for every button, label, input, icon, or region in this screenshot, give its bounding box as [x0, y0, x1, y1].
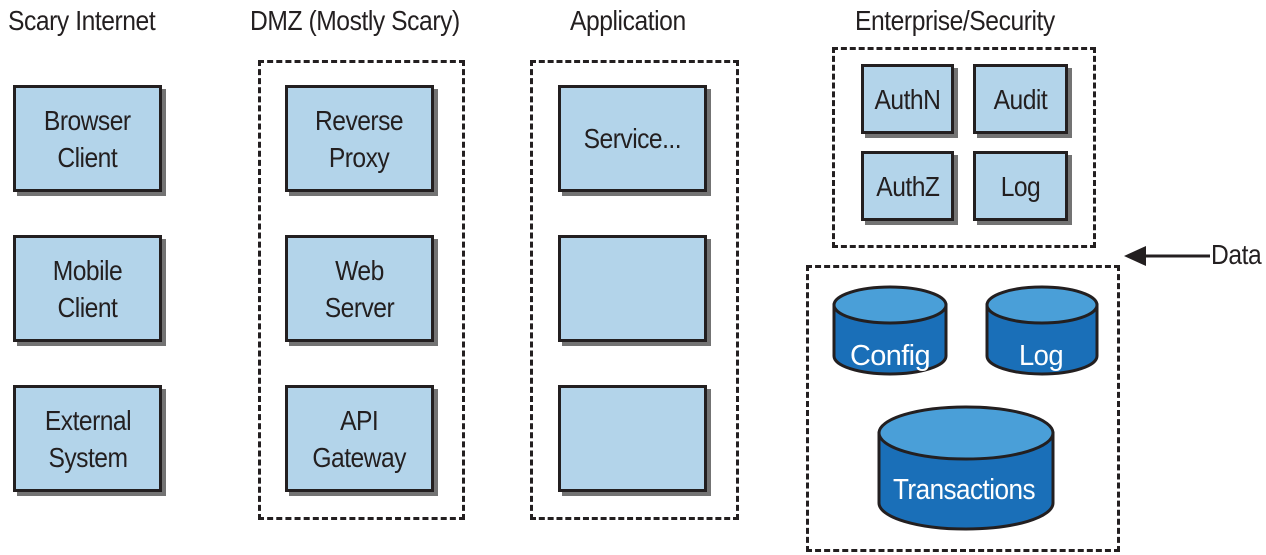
column-title-application: Application [570, 5, 686, 36]
data-zone-label: Data [1211, 239, 1262, 270]
node-mobile-client: Mobile Client [13, 235, 162, 342]
node-authn: AuthN [861, 64, 954, 134]
node-service-2 [558, 235, 707, 342]
database-log-label: Log [1019, 340, 1063, 372]
database-log: Log [985, 285, 1099, 376]
application-zone [530, 60, 739, 520]
node-authz: AuthZ [861, 151, 954, 221]
data-arrow [1124, 246, 1210, 266]
node-browser-client: Browser Client [13, 85, 162, 192]
column-title-scary-internet: Scary Internet [8, 5, 156, 36]
data-zone [806, 265, 1120, 552]
node-service: Service... [558, 85, 707, 192]
column-title-enterprise-security: Enterprise/Security [855, 5, 1055, 36]
node-reverse-proxy: Reverse Proxy [285, 85, 434, 192]
node-audit: Audit [973, 64, 1068, 134]
database-transactions: Transactions [877, 405, 1055, 531]
node-external-system: External System [13, 385, 162, 492]
node-log: Log [973, 151, 1068, 221]
database-config-label: Config [850, 340, 930, 372]
database-config: Config [832, 285, 948, 376]
column-title-dmz: DMZ (Mostly Scary) [250, 5, 460, 36]
enterprise-security-zone [832, 47, 1096, 248]
node-web-server: Web Server [285, 235, 434, 342]
node-api-gateway: API Gateway [285, 385, 434, 492]
database-transactions-label: Transactions [893, 474, 1035, 506]
dmz-zone [258, 60, 465, 520]
node-service-3 [558, 385, 707, 492]
